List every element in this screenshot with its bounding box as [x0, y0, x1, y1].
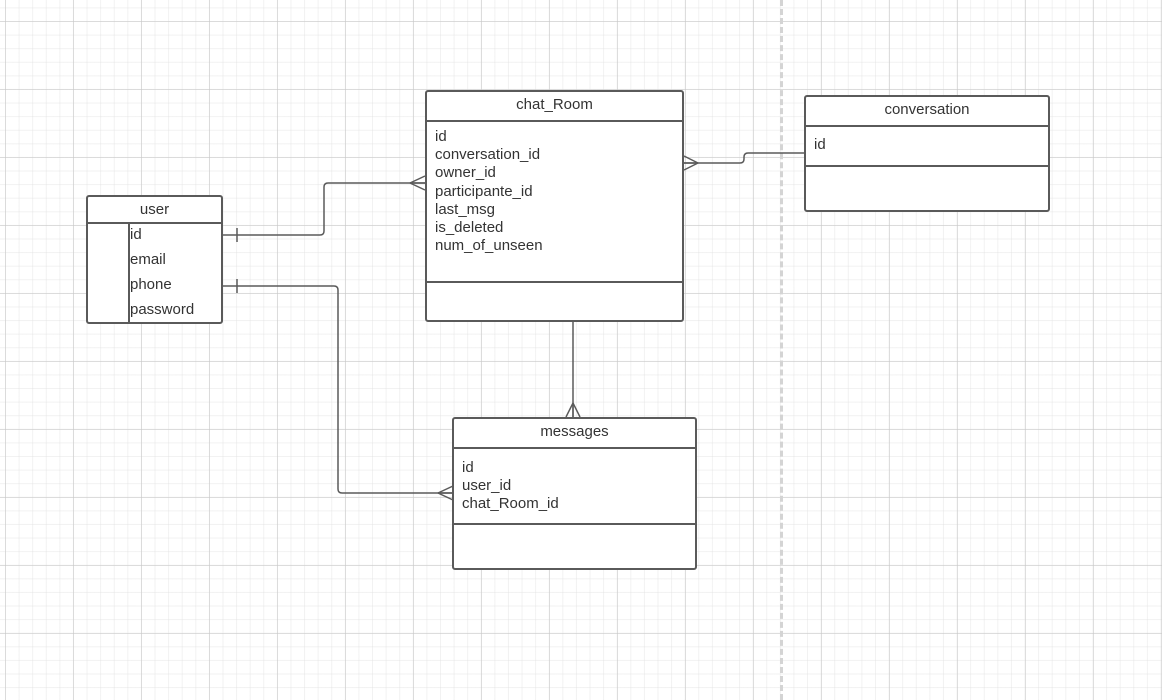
entity-body: id email phone password [88, 224, 221, 322]
entity-methods-section [454, 523, 695, 568]
entity-user[interactable]: user id email phone password [86, 195, 223, 324]
field-list: id email phone password [130, 224, 221, 324]
entity-chat-room[interactable]: chat_Room id conversation_id owner_id pa… [425, 90, 684, 322]
entity-methods-section [427, 281, 682, 320]
field-list: id conversation_id owner_id participante… [427, 122, 682, 255]
entity-title: messages [454, 419, 695, 449]
entity-methods-section [806, 165, 1048, 210]
field-list: id user_id chat_Room_id [454, 449, 695, 514]
field-user-id: user_id [462, 477, 512, 495]
field-last-msg: last_msg [435, 200, 496, 218]
entity-conversation[interactable]: conversation id [804, 95, 1050, 212]
field-id: id [130, 226, 142, 243]
entity-messages[interactable]: messages id user_id chat_Room_id [452, 417, 697, 570]
field-owner-id: owner_id [435, 164, 496, 182]
field-chat-room-id: chat_Room_id [462, 495, 559, 513]
field-id: id [435, 128, 447, 145]
rel-chat-room-messages[interactable] [565, 321, 581, 418]
field-conversation-id: conversation_id [435, 146, 541, 164]
entity-title: user [88, 197, 221, 224]
rel-user-chat-room[interactable] [223, 175, 426, 242]
field-password: password [130, 301, 195, 318]
field-phone: phone [130, 276, 172, 293]
page-divider [780, 0, 783, 700]
field-list: id [806, 127, 1048, 154]
field-email: email [130, 251, 166, 268]
field-num-of-unseen: num_of_unseen [435, 237, 543, 255]
rel-user-messages[interactable] [223, 279, 454, 501]
key-column [88, 224, 130, 322]
field-participante-id: participante_id [435, 182, 533, 200]
field-is-deleted: is_deleted [435, 219, 504, 237]
entity-title: conversation [806, 97, 1048, 127]
field-id: id [814, 136, 826, 153]
field-id: id [462, 459, 474, 476]
entity-title: chat_Room [427, 92, 682, 122]
rel-conversation-chat-room[interactable] [683, 152, 805, 171]
